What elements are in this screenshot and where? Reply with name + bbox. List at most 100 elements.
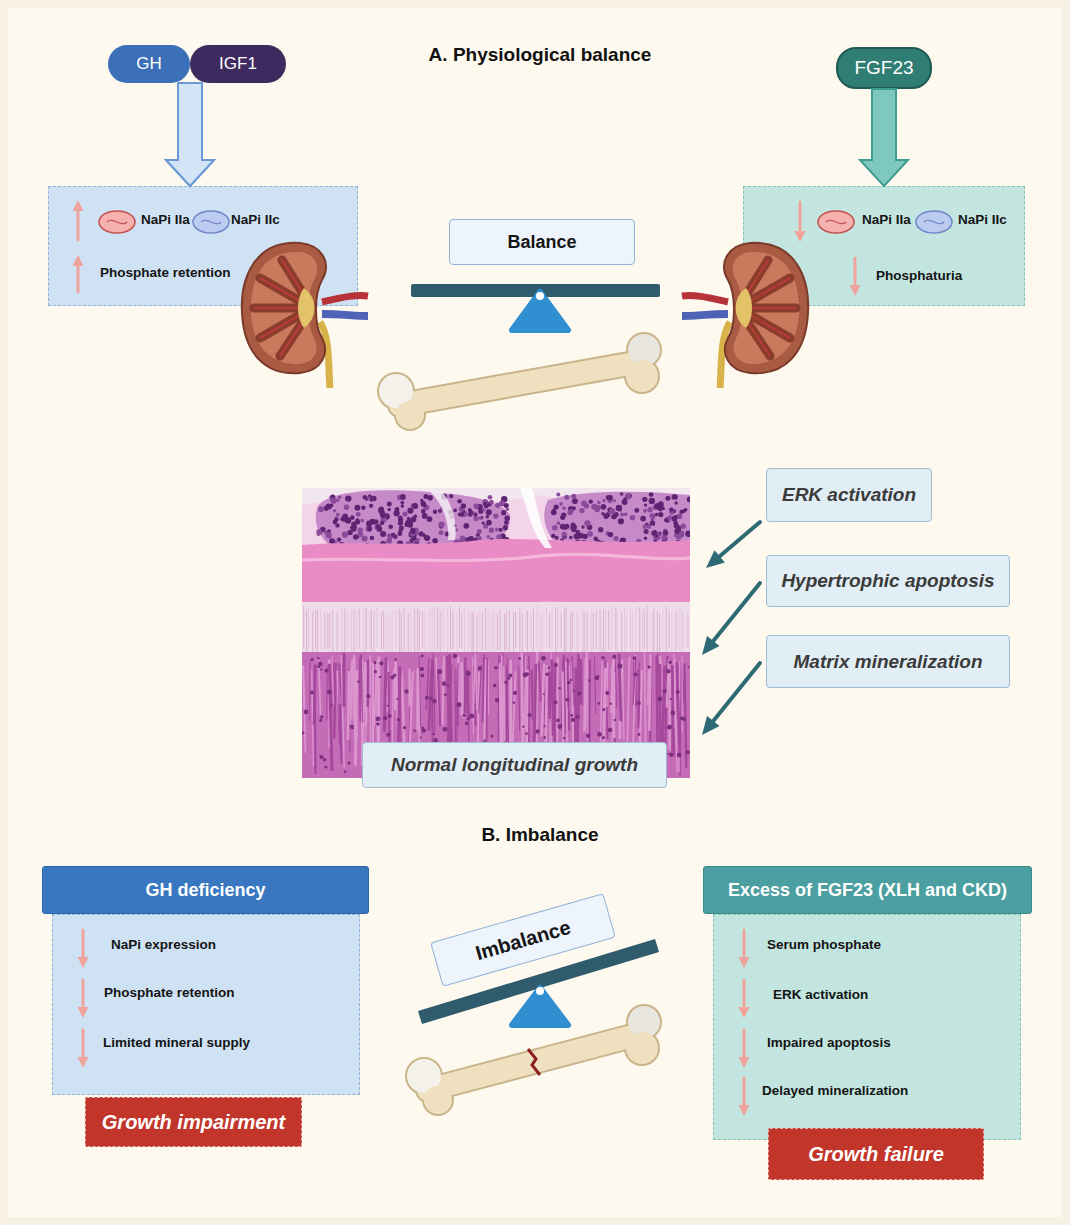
header-box: Excess of FGF23 (XLH and CKD) bbox=[703, 866, 1032, 914]
chondrocyte-column bbox=[626, 612, 627, 648]
cell-nucleus bbox=[335, 523, 339, 527]
chondrocyte-column bbox=[615, 607, 616, 651]
cell-nucleus bbox=[684, 508, 688, 512]
tissue-streak bbox=[460, 662, 463, 716]
transporter-channel bbox=[201, 220, 221, 223]
chondrocyte-column bbox=[527, 610, 528, 651]
tissue-streak bbox=[408, 669, 411, 707]
bone-band bbox=[302, 539, 690, 605]
chondrocyte-column bbox=[437, 607, 438, 650]
renal-pyramid bbox=[738, 278, 790, 308]
cell-nucleus bbox=[420, 673, 424, 677]
tissue-streak bbox=[384, 658, 386, 732]
cell-nucleus bbox=[393, 535, 397, 539]
cell-nucleus bbox=[425, 696, 429, 700]
cell-nucleus bbox=[662, 536, 667, 541]
histology-image bbox=[302, 488, 693, 778]
node-text: NaPi IIc bbox=[958, 212, 1007, 227]
tissue-crack bbox=[430, 492, 456, 540]
cell-nucleus bbox=[673, 520, 677, 524]
cell-nucleus bbox=[586, 734, 590, 738]
decrease-arrow bbox=[743, 980, 746, 1007]
cell-nucleus bbox=[543, 725, 545, 727]
renal-pyramid bbox=[738, 304, 796, 313]
cell-nucleus bbox=[473, 516, 478, 521]
chondrocyte-column bbox=[317, 610, 318, 654]
increase-arrow bbox=[77, 211, 80, 240]
chondrocyte-column bbox=[647, 607, 648, 652]
cell-nucleus bbox=[557, 521, 561, 525]
cell-nucleus bbox=[356, 512, 361, 517]
chondrocyte-column bbox=[395, 611, 396, 649]
cell-nucleus bbox=[457, 702, 462, 707]
chondrocyte-column bbox=[500, 610, 501, 651]
chondrocyte-column bbox=[472, 612, 473, 652]
cell-nucleus bbox=[488, 495, 493, 500]
cell-nucleus bbox=[341, 515, 347, 521]
cell-nucleus bbox=[666, 669, 670, 673]
cell-nucleus bbox=[479, 516, 483, 520]
cell-nucleus bbox=[302, 732, 305, 735]
tissue-streak bbox=[438, 669, 440, 726]
node-text: Balance bbox=[507, 232, 576, 253]
chondrocyte-column bbox=[364, 608, 365, 654]
cell-nucleus bbox=[366, 521, 372, 527]
cell-nucleus bbox=[401, 504, 405, 508]
cell-nucleus bbox=[463, 523, 469, 529]
cell-nucleus bbox=[571, 527, 576, 532]
effect-box: NaPi expressionPhosphate retentionLimite… bbox=[52, 914, 360, 1095]
cell-nucleus bbox=[667, 725, 672, 730]
kidney bbox=[682, 243, 808, 388]
cell-nucleus bbox=[614, 536, 619, 541]
cell-nucleus bbox=[421, 727, 424, 730]
cell-nucleus bbox=[563, 737, 566, 740]
transporter-body bbox=[99, 211, 135, 233]
renal-artery bbox=[322, 295, 368, 302]
tissue-streak bbox=[650, 656, 651, 744]
femur bbox=[377, 332, 662, 431]
cell-nucleus bbox=[387, 534, 392, 539]
trend-arrows bbox=[73, 200, 861, 1116]
chondrocyte-column bbox=[351, 610, 352, 651]
renal-pyramid bbox=[282, 260, 312, 308]
chondrocyte-column bbox=[366, 607, 367, 650]
kidney-art bbox=[242, 243, 808, 388]
tissue-streak bbox=[627, 657, 629, 748]
cell-nucleus bbox=[624, 512, 628, 516]
chondrocyte-column bbox=[644, 609, 645, 649]
chondrocyte-column bbox=[347, 610, 348, 649]
cell-nucleus bbox=[491, 735, 494, 738]
cell-nucleus bbox=[461, 503, 466, 508]
cell-nucleus bbox=[598, 527, 603, 532]
tissue-crack bbox=[520, 488, 552, 548]
cell-nucleus bbox=[562, 507, 566, 511]
chondrocyte-column bbox=[434, 607, 435, 654]
cell-nucleus bbox=[650, 513, 655, 518]
node-text: GH bbox=[136, 54, 162, 74]
cell-nucleus bbox=[400, 494, 406, 500]
cell-nucleus bbox=[612, 655, 616, 659]
transporter-body bbox=[193, 211, 229, 233]
renal-pyramid bbox=[738, 308, 790, 338]
cell-nucleus bbox=[482, 508, 486, 512]
cell-nucleus bbox=[320, 668, 322, 670]
chondrocyte-column bbox=[408, 613, 409, 653]
cartilage-zone bbox=[302, 602, 690, 654]
chondrocyte-column bbox=[497, 613, 498, 650]
tissue-streak bbox=[374, 660, 377, 725]
page-panel bbox=[8, 8, 1062, 1217]
node-text: GH deficiency bbox=[145, 880, 265, 901]
cell-nucleus bbox=[630, 515, 635, 520]
cell-nucleus bbox=[541, 656, 546, 661]
chondrocyte-column bbox=[410, 611, 411, 651]
increase-arrow-head bbox=[73, 255, 84, 266]
cell-nucleus bbox=[557, 724, 562, 729]
chondrocyte-column bbox=[392, 611, 393, 652]
chondrocyte-column bbox=[639, 607, 640, 654]
cell-nucleus bbox=[662, 535, 668, 541]
tissue-streak bbox=[561, 671, 564, 743]
cell-nucleus bbox=[597, 732, 602, 737]
seesaw-fulcrum bbox=[512, 988, 568, 1025]
tissue-streak bbox=[334, 663, 336, 739]
tissue-streak bbox=[539, 661, 541, 702]
